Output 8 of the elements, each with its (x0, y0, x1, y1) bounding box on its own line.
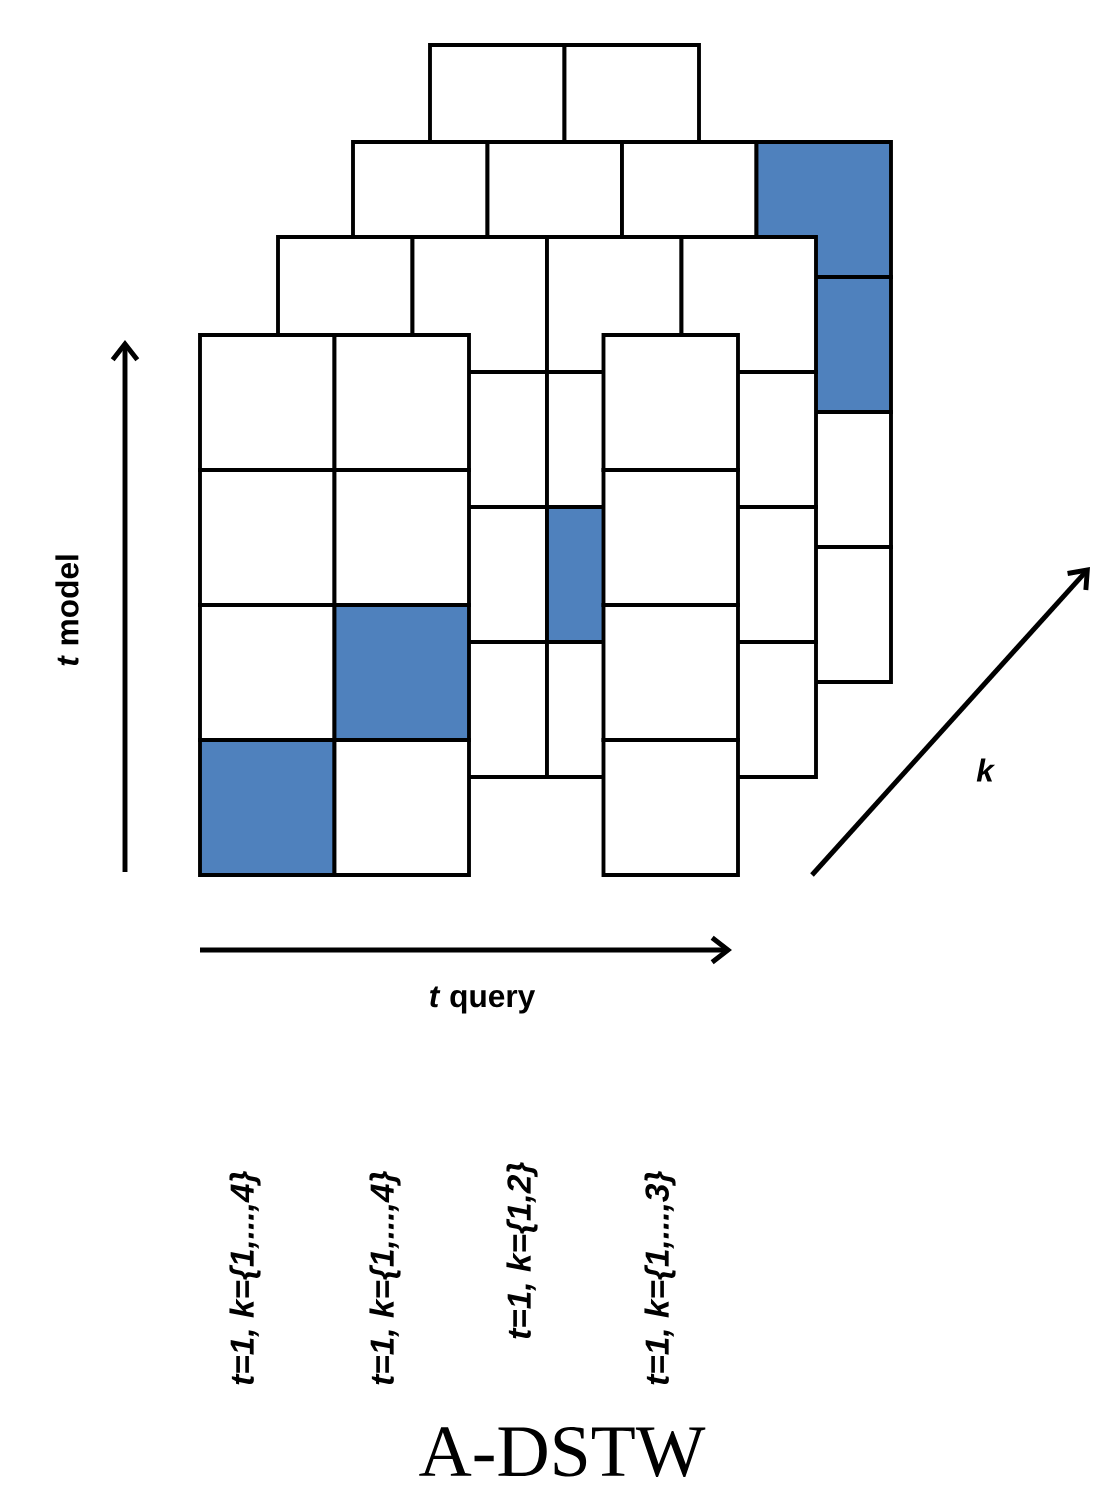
column-label: t=1, k={1,...,4} (369, 1171, 401, 1385)
column-label: t=1, k={1,2} (506, 1162, 538, 1339)
axis-label: t model (55, 555, 79, 666)
axis-label: t query (430, 986, 536, 1014)
axis-label: k (976, 758, 996, 782)
caption: A-DSTW (419, 1427, 706, 1477)
column-label: t=1, k={1,...,4} (229, 1171, 261, 1385)
column-label: t=1, k={1,...,3} (644, 1171, 676, 1385)
